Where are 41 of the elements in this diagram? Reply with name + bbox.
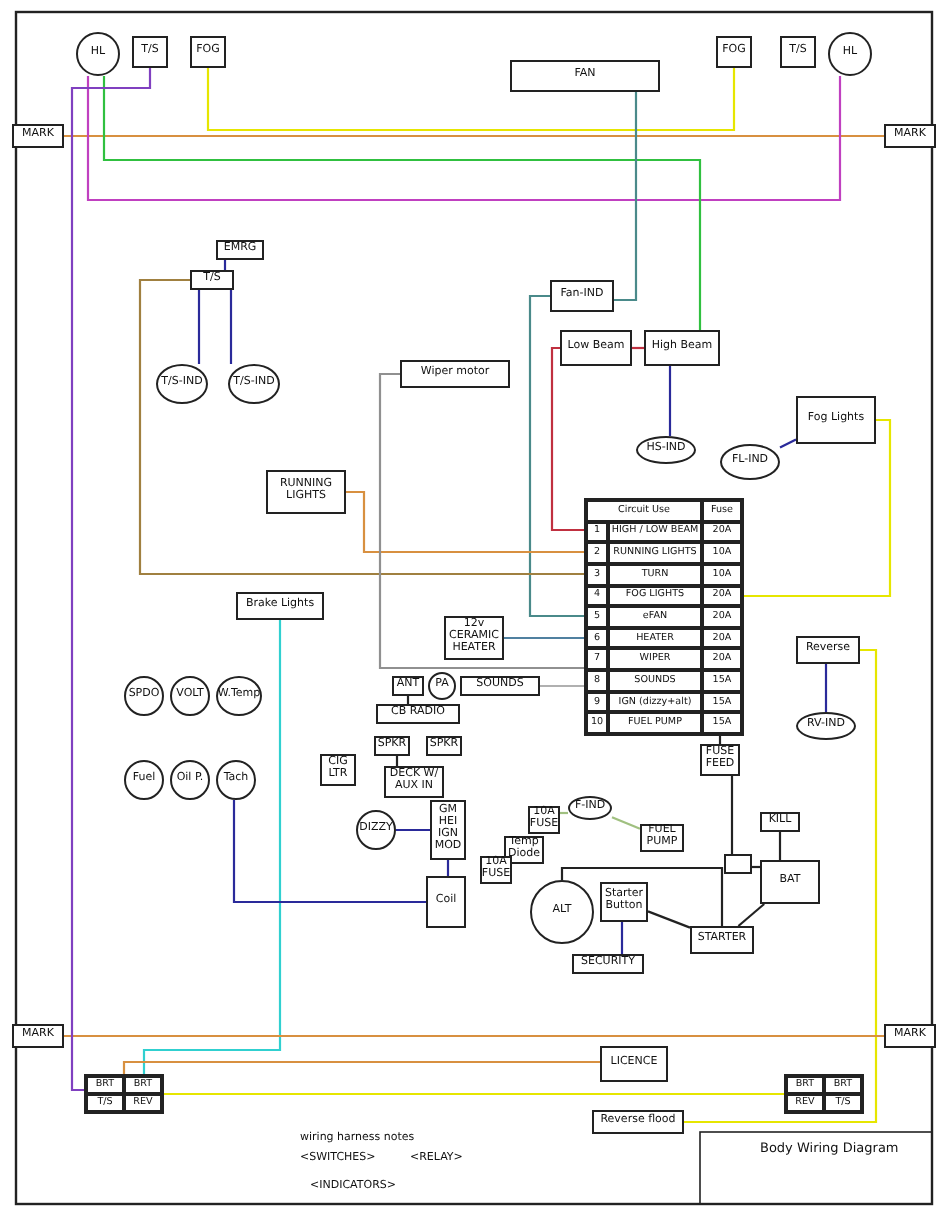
- wire: [668, 366, 672, 436]
- wire: [164, 1092, 784, 1096]
- wire: [396, 828, 430, 832]
- wire: [232, 800, 426, 904]
- wire: [64, 134, 884, 138]
- wire: [102, 76, 702, 330]
- wire: [550, 346, 584, 532]
- wire: [122, 1060, 600, 1074]
- wire: [632, 346, 644, 350]
- wire: [197, 290, 201, 364]
- wire: [528, 294, 584, 618]
- wire: [504, 636, 584, 640]
- wire: [614, 92, 638, 302]
- wire: [778, 832, 782, 860]
- wire: [70, 68, 152, 1092]
- wire: [223, 260, 227, 270]
- wire: [647, 910, 691, 929]
- wire: [730, 776, 734, 854]
- wire: [138, 278, 584, 576]
- tail-lamp-cluster: [84, 1074, 164, 1114]
- fuse-symbol: [724, 854, 752, 874]
- wire: [378, 372, 584, 670]
- wire: [346, 490, 584, 554]
- wire: [64, 1034, 884, 1038]
- wire: [86, 76, 842, 202]
- wire: [229, 290, 233, 364]
- wire: [824, 664, 828, 712]
- wire: [737, 903, 765, 927]
- wire: [446, 860, 450, 876]
- wire: [540, 684, 584, 688]
- wire: [560, 866, 724, 926]
- wire: [142, 620, 282, 1074]
- wire: [744, 418, 892, 598]
- wire: [779, 438, 797, 449]
- wire: [611, 816, 641, 830]
- fuse-table: [584, 498, 744, 736]
- wire: [620, 922, 624, 954]
- wire: [395, 756, 399, 766]
- wire: [684, 648, 878, 1124]
- tail-lamp-cluster: [784, 1074, 864, 1114]
- wire: [206, 68, 736, 132]
